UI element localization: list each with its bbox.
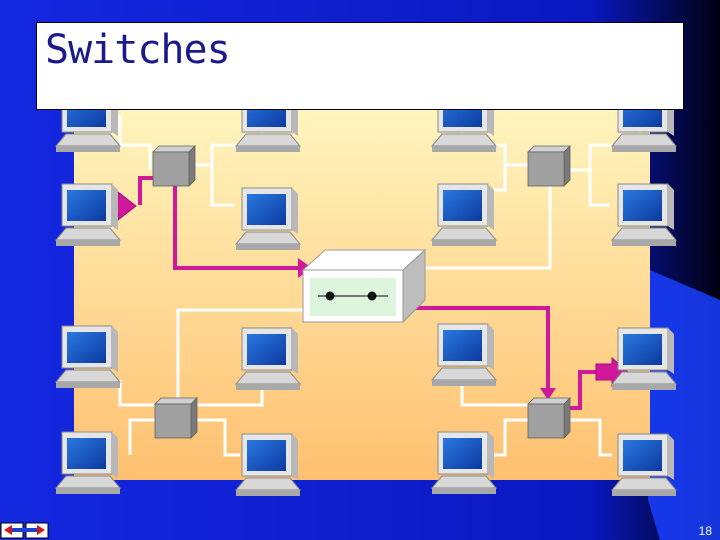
computer-icon (431, 183, 497, 247)
computer-icon (55, 325, 121, 389)
title-box: Switches (36, 22, 684, 110)
computer-icon (611, 183, 677, 247)
highlight-path (138, 176, 598, 410)
hub-icon (154, 397, 198, 439)
computer-icon (235, 327, 301, 391)
computer-icon (611, 433, 677, 497)
hub-icon (527, 397, 571, 439)
computer-icon (55, 183, 121, 247)
page-number: 18 (698, 524, 712, 538)
computer-icon (235, 187, 301, 251)
switch-icon (301, 248, 427, 324)
slide-title: Switches (45, 27, 231, 73)
computer-icon (55, 431, 121, 495)
computer-icon (431, 323, 497, 387)
computer-icon (235, 433, 301, 497)
hub-icon (152, 145, 196, 187)
slide-nav-icon[interactable] (0, 522, 49, 539)
hub-icon (527, 145, 571, 187)
computer-icon (431, 431, 497, 495)
computer-icon (611, 327, 677, 391)
background-accent (648, 270, 720, 540)
